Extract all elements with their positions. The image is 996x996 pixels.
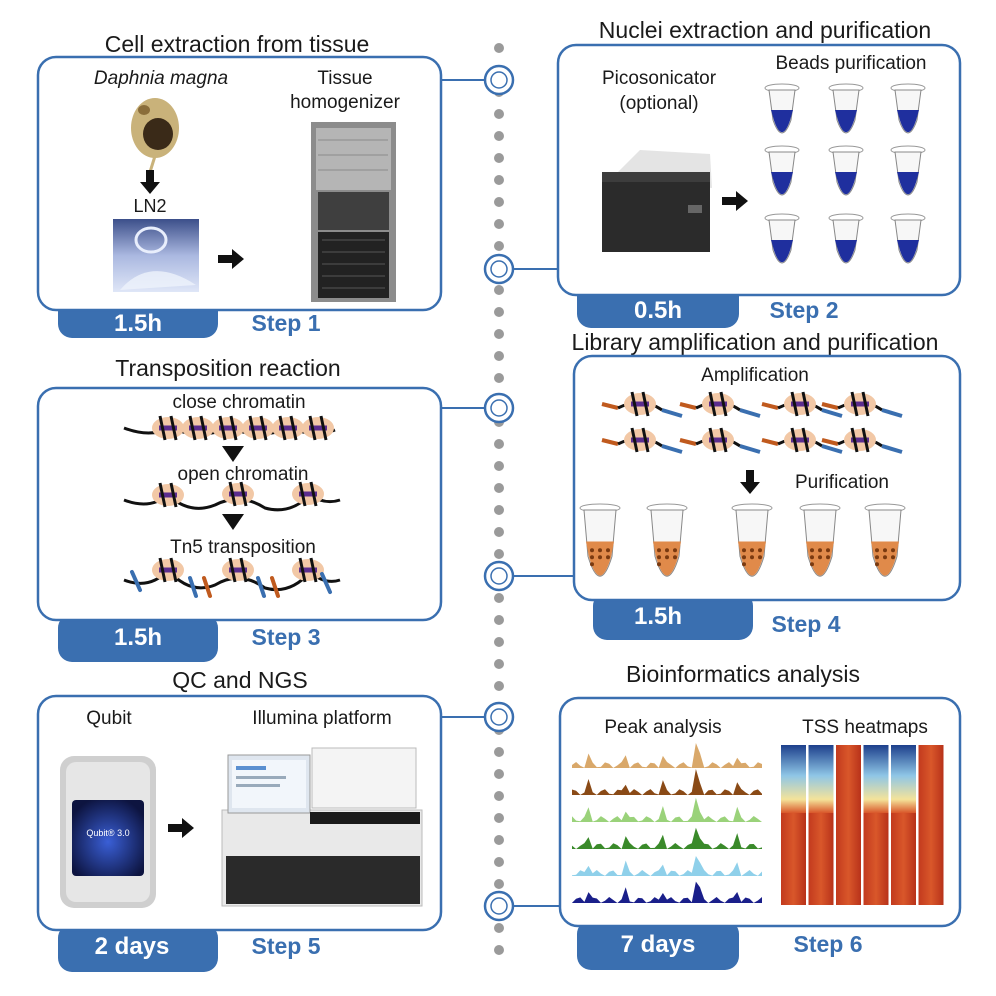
tss-heatmaps-label: TSS heatmaps <box>802 717 928 738</box>
peak-analysis-label: Peak analysis <box>604 717 721 738</box>
step-3: Transposition reaction 1.5h Step 3 close… <box>36 355 443 662</box>
sonicator-label-line2: (optional) <box>619 93 698 114</box>
illumina-label: Illumina platform <box>252 708 391 729</box>
step-6-duration-tab <box>577 920 739 970</box>
daphnia-label: Daphnia magna <box>94 68 228 89</box>
step-4-title: Library amplification and purification <box>572 329 939 355</box>
daphnia-image <box>131 98 179 173</box>
purification-tubes <box>579 503 906 577</box>
homogenizer-label-line2: homogenizer <box>290 92 401 113</box>
tn5-transposition-diagram <box>123 556 341 598</box>
qubit-image: Qubit® 3.0 <box>60 756 156 908</box>
ln2-photo <box>113 219 199 292</box>
step-6-title: Bioinformatics analysis <box>626 661 860 687</box>
tss-heatmap-panels <box>781 745 944 905</box>
timeline-spine <box>494 43 504 955</box>
timeline-nodes <box>483 64 515 922</box>
open-chromatin-diagram <box>123 480 341 512</box>
qubit-screen-text: Qubit® 3.0 <box>86 828 129 838</box>
step-6-label: Step 6 <box>793 931 862 957</box>
ln2-label: LN2 <box>133 196 166 216</box>
beads-label: Beads purification <box>775 53 926 74</box>
step-3-label: Step 3 <box>251 624 320 650</box>
bead-tubes <box>764 83 926 264</box>
step-5: QC and NGS 2 days Step 5 Qubit Qubit® 3.… <box>36 667 443 972</box>
sonicator-label-line1: Picosonicator <box>602 68 717 89</box>
step-1: Cell extraction from tissue 1.5h Step 1 … <box>36 31 443 338</box>
step-1-title: Cell extraction from tissue <box>105 31 370 57</box>
step-2: Nuclei extraction and purification 0.5h … <box>556 17 962 328</box>
step-1-label: Step 1 <box>251 310 320 336</box>
peak-tracks <box>572 743 762 903</box>
step-2-duration: 0.5h <box>634 297 682 324</box>
connectors <box>441 79 574 907</box>
step-1-duration: 1.5h <box>114 310 162 337</box>
step-6: Bioinformatics analysis 7 days Step 6 Pe… <box>558 661 962 970</box>
step-6-duration: 7 days <box>621 931 696 958</box>
step-4: Library amplification and purification 1… <box>572 329 962 640</box>
tn5-label: Tn5 transposition <box>170 537 316 558</box>
amplification-label: Amplification <box>701 365 809 386</box>
step-5-label: Step 5 <box>251 933 320 959</box>
step-5-duration: 2 days <box>95 933 170 960</box>
arrow-down-icon <box>222 514 244 530</box>
qubit-label: Qubit <box>86 708 132 729</box>
step-4-duration: 1.5h <box>634 603 682 630</box>
amplified-fragments <box>601 390 903 454</box>
close-chromatin-label: close chromatin <box>172 392 305 413</box>
step-3-duration-tab <box>58 614 218 662</box>
step-3-title: Transposition reaction <box>115 355 340 381</box>
purification-label: Purification <box>795 472 889 493</box>
step-4-label: Step 4 <box>771 611 840 637</box>
step-2-label: Step 2 <box>769 297 838 323</box>
tissue-homogenizer-image <box>311 122 396 302</box>
step-2-title: Nuclei extraction and purification <box>599 17 931 43</box>
step-5-title: QC and NGS <box>172 667 308 693</box>
picosonicator-image <box>602 150 712 252</box>
step-5-duration-tab <box>58 924 218 972</box>
open-chromatin-label: open chromatin <box>178 464 309 485</box>
homogenizer-label-line1: Tissue <box>317 68 372 89</box>
step-4-duration-tab <box>593 592 753 640</box>
step-3-duration: 1.5h <box>114 624 162 651</box>
arrow-down-icon <box>222 446 244 462</box>
illumina-image <box>221 747 423 907</box>
close-chromatin-diagram <box>123 414 336 442</box>
